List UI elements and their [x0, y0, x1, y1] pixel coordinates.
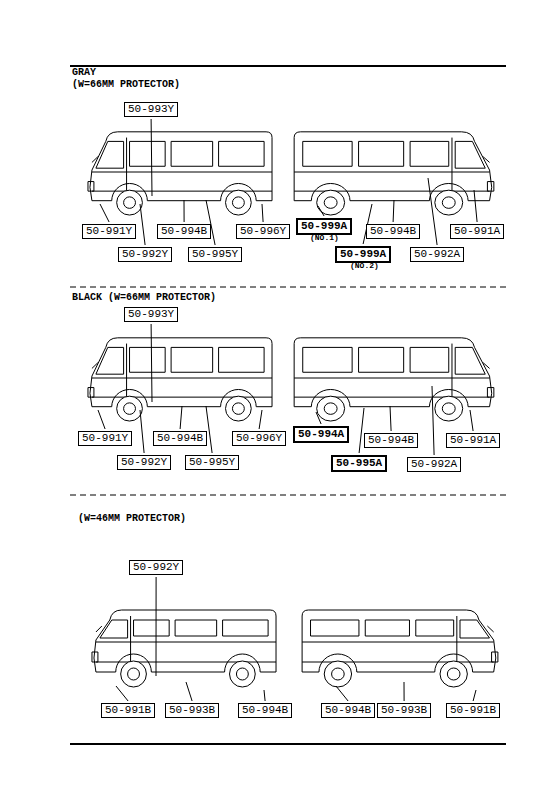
section-heading: GRAY [72, 67, 96, 79]
leader-line [184, 200, 185, 222]
part-number: 50-992Y [122, 248, 168, 261]
callout-box: 50-992A [407, 457, 461, 472]
callout-box: 50-995Y [188, 247, 242, 262]
part-number: 50-991B [450, 704, 496, 717]
leader-line [186, 682, 192, 701]
part-number: 50-999A [301, 220, 347, 233]
part-number: 50-995Y [189, 456, 235, 469]
callout-box: 50-993B [165, 703, 219, 718]
leader-line [470, 410, 473, 431]
callout-box: 50-992Y [117, 455, 171, 470]
section-heading: (W=46MM PROTECTOR) [78, 513, 186, 525]
leader-line [316, 412, 321, 424]
leader-line [428, 178, 437, 245]
callout-box: 50-992Y [118, 247, 172, 262]
leader-line [474, 190, 477, 222]
van-drawing [302, 610, 498, 687]
callout-box: 50-999A [296, 218, 352, 235]
rule-line [70, 743, 506, 745]
leader-line [259, 410, 262, 429]
callout-box: 50-991A [446, 433, 500, 448]
section-heading: BLACK (W=66MM PROTECTOR) [72, 292, 216, 304]
part-number: 50-994B [242, 704, 288, 717]
rule-line [70, 287, 506, 288]
part-number: 50-994B [325, 704, 371, 717]
callout-box: 50-993Y [124, 102, 178, 117]
part-number: 50-993Y [128, 308, 174, 321]
part-number: 50-996Y [236, 432, 282, 445]
part-number: 50-999A [340, 248, 386, 261]
van-drawing [92, 610, 276, 687]
leader-line [156, 577, 157, 676]
part-number: 50-991A [454, 225, 500, 238]
callout-box: 50-993B [377, 703, 431, 718]
part-number: 50-993B [381, 704, 427, 717]
callout-box: 50-996Y [232, 431, 286, 446]
leader-line [404, 682, 405, 701]
callout-box: 50-994A [293, 426, 349, 443]
section-heading: (W=66MM PROTECTOR) [72, 79, 180, 91]
callout-box: 50-991B [446, 703, 500, 718]
callout-box: 50-995A [331, 455, 387, 472]
leader-line [116, 686, 128, 701]
leader-line [393, 200, 395, 222]
callout-box: 50-993Y [124, 307, 178, 322]
van-drawing [88, 338, 272, 421]
leader-line [151, 119, 153, 196]
callout-box: 50-991Y [82, 224, 136, 239]
part-number: 50-994B [370, 225, 416, 238]
part-number: 50-991Y [82, 432, 128, 445]
callout-box: 50-992Y [129, 560, 183, 575]
callout-box: 50-992A [410, 247, 464, 262]
leader-line [390, 406, 391, 431]
part-number: 50-995Y [192, 248, 238, 261]
part-number: 50-996Y [240, 225, 286, 238]
leader-line [262, 204, 263, 222]
callout-box: 50-996Y [236, 224, 290, 239]
callout-box: 50-994B [153, 431, 207, 446]
leader-line [100, 204, 109, 222]
part-number: 50-994B [157, 432, 203, 445]
part-number: 50-993B [169, 704, 215, 717]
callout-box: 50-991B [101, 703, 155, 718]
part-number: 50-991A [450, 434, 496, 447]
part-number: 50-992A [414, 248, 460, 261]
callout-box: 50-994B [238, 703, 292, 718]
callout-box: 50-994B [364, 433, 418, 448]
van-drawing [294, 338, 494, 421]
leader-line [180, 406, 182, 429]
part-number: 50-992Y [133, 561, 179, 574]
part-number: 50-994B [368, 434, 414, 447]
leader-line [151, 324, 153, 402]
part-number: 50-995A [336, 457, 382, 470]
part-number: 50-992Y [121, 456, 167, 469]
part-number: 50-994A [298, 428, 344, 441]
callout-box: 50-995Y [185, 455, 239, 470]
leader-line [140, 204, 145, 245]
leader-line [140, 410, 144, 453]
rule-line [70, 495, 506, 496]
part-number: 50-993Y [128, 103, 174, 116]
note-text: (NO.2) [350, 261, 379, 270]
callout-box: 50-999A [335, 246, 391, 263]
part-number: 50-992A [411, 458, 457, 471]
leader-line [318, 206, 324, 216]
note-text: (NO.1) [310, 233, 339, 242]
leader-line [264, 690, 265, 701]
leader-line [473, 690, 476, 701]
van-drawing [88, 132, 272, 215]
part-number: 50-991Y [86, 225, 132, 238]
leader-line [98, 410, 105, 429]
callout-box: 50-991Y [78, 431, 132, 446]
leader-line [336, 686, 348, 701]
rule-line [70, 65, 506, 67]
part-number: 50-994B [161, 225, 207, 238]
callout-box: 50-994B [321, 703, 375, 718]
callout-box: 50-994B [157, 224, 211, 239]
callout-box: 50-991A [450, 224, 504, 239]
callout-box: 50-994B [366, 224, 420, 239]
leader-line [432, 386, 434, 455]
part-number: 50-991B [105, 704, 151, 717]
